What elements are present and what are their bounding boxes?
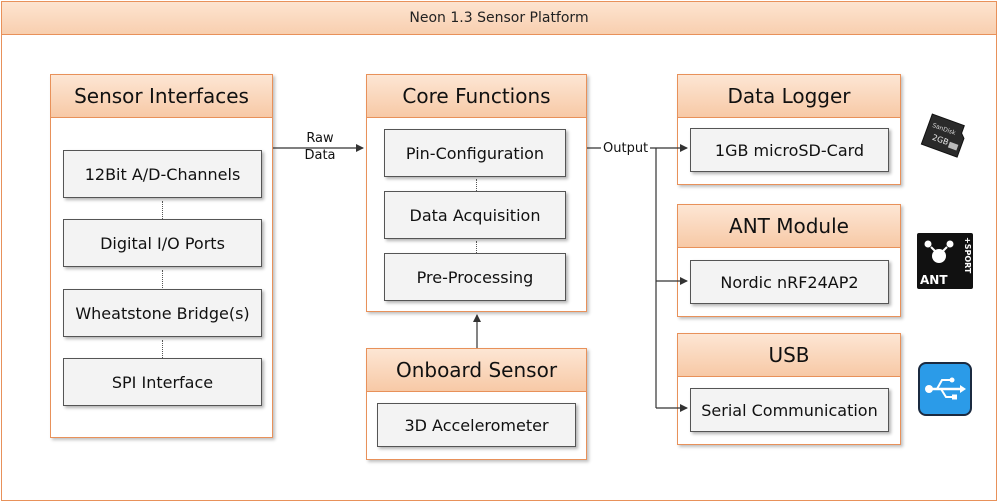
data-label: Data: [304, 148, 336, 163]
raw-label: Raw: [306, 131, 334, 146]
onboard-sensor-group: Onboard Sensor 3D Accelerometer: [366, 348, 587, 460]
digital-io-box: Digital I/O Ports: [63, 219, 262, 267]
nordic-chip-box: Nordic nRF24AP2: [690, 260, 889, 304]
connector-dots: [476, 241, 477, 253]
ant-sport-logo-icon: ANT +SPORT: [917, 233, 973, 289]
sport-logo-text: +SPORT: [963, 237, 972, 274]
accelerometer-box: 3D Accelerometer: [377, 403, 576, 447]
connector-dots: [476, 179, 477, 191]
usb-icon: [918, 362, 972, 416]
ant-module-group: ANT Module Nordic nRF24AP2: [677, 204, 901, 317]
sensor-interfaces-title: Sensor Interfaces: [51, 75, 272, 118]
microsd-card-box: 1GB microSD-Card: [690, 128, 889, 172]
data-logger-group: Data Logger 1GB microSD-Card: [677, 74, 901, 185]
ad-channels-box: 12Bit A/D-Channels: [63, 150, 262, 198]
ant-logo-text: ANT: [920, 273, 948, 287]
core-functions-title: Core Functions: [367, 75, 586, 118]
core-functions-group: Core Functions Pin-Configuration Data Ac…: [366, 74, 587, 312]
pin-configuration-box: Pin-Configuration: [384, 129, 566, 177]
microsd-card-icon: SanDisk 2GB: [920, 113, 965, 158]
data-logger-title: Data Logger: [678, 75, 900, 118]
wheatstone-bridge-box: Wheatstone Bridge(s): [63, 289, 262, 337]
raw-data-label: Raw Data: [300, 130, 340, 164]
spi-interface-box: SPI Interface: [63, 358, 262, 406]
sensor-interfaces-group: Sensor Interfaces 12Bit A/D-Channels Dig…: [50, 74, 273, 438]
usb-group: USB Serial Communication: [677, 333, 901, 445]
pre-processing-box: Pre-Processing: [384, 253, 566, 301]
diagram-title: Neon 1.3 Sensor Platform: [2, 2, 996, 35]
connector-dots: [162, 270, 163, 288]
ant-module-title: ANT Module: [678, 205, 900, 248]
data-acquisition-box: Data Acquisition: [384, 191, 566, 239]
serial-communication-box: Serial Communication: [690, 388, 889, 432]
connector-dots: [162, 340, 163, 358]
usb-title: USB: [678, 334, 900, 377]
output-label: Output: [601, 140, 651, 157]
connector-dots: [162, 201, 163, 219]
onboard-sensor-title: Onboard Sensor: [367, 349, 586, 392]
